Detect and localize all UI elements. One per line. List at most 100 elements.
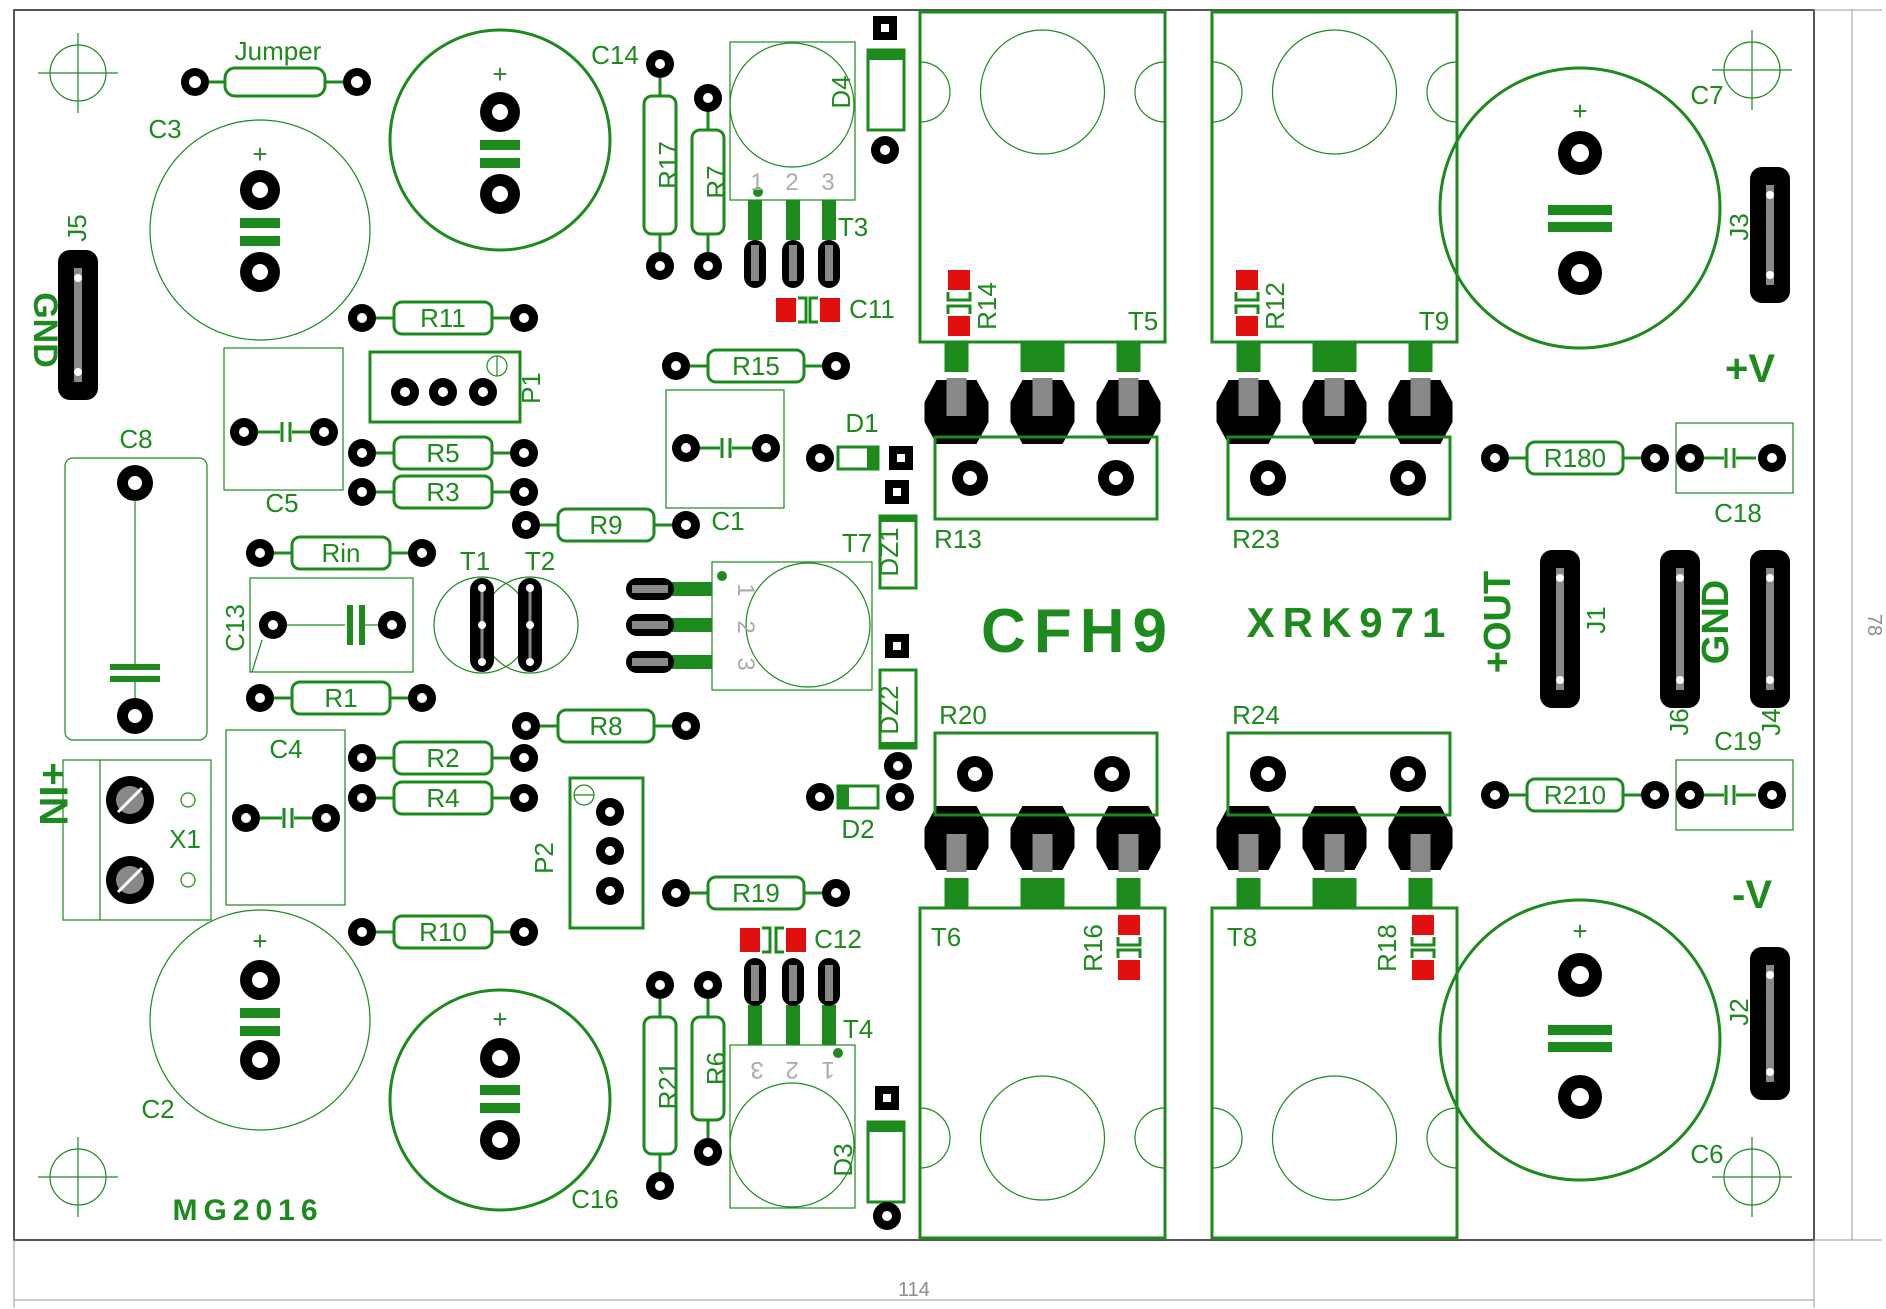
- t6-label: T6: [931, 922, 961, 952]
- out-label: +OUT: [1477, 571, 1519, 673]
- power-transistor-t5: T5: [918, 10, 1167, 444]
- c7-label: C7: [1690, 80, 1723, 110]
- trimmer-p1: P1: [368, 350, 546, 424]
- r23-label: R23: [1232, 524, 1280, 554]
- t3-pin1: 1: [750, 169, 763, 196]
- cap-c3: + C3: [148, 114, 371, 341]
- c6-label: C6: [1690, 1139, 1723, 1169]
- r19-label: R19: [732, 878, 780, 908]
- j5-label: J5: [62, 214, 92, 241]
- smd-r14: R14: [946, 270, 1002, 336]
- plus-v-label: +V: [1725, 347, 1775, 391]
- j3-label: J3: [1724, 213, 1754, 240]
- d2-label: D2: [841, 814, 874, 844]
- r16-label: R16: [1078, 924, 1108, 972]
- t1-label: T1: [460, 546, 490, 576]
- smd-r16: R16: [1078, 915, 1142, 980]
- resistor-r8: R8: [512, 708, 700, 744]
- resistor-r180: R180: [1481, 440, 1669, 476]
- t4-pin1: 1: [821, 1056, 834, 1083]
- power-transistor-t6: T6: [918, 806, 1167, 1240]
- d3-label: D3: [828, 1143, 858, 1176]
- cap-c19: C19: [1675, 726, 1794, 831]
- r210-label: R210: [1544, 780, 1606, 810]
- zener-dz2: DZ2: [874, 634, 918, 780]
- r14-label: R14: [972, 282, 1002, 330]
- smd-r12: R12: [1234, 270, 1290, 336]
- jumper-j1: J1: [1540, 550, 1611, 708]
- r20-label: R20: [939, 700, 987, 730]
- c14-label: C14: [591, 40, 639, 70]
- t3-pin3: 3: [821, 169, 834, 196]
- c2-plus: +: [252, 926, 267, 956]
- p2-label: P2: [529, 842, 559, 874]
- r6-label: R6: [701, 1052, 731, 1085]
- jumper: Jumper: [181, 36, 371, 98]
- r4-label: R4: [426, 783, 459, 813]
- diode-d1: D1: [806, 408, 913, 472]
- t9-label: T9: [1419, 306, 1449, 336]
- transistor-t1-t2: T1 T2: [433, 546, 579, 674]
- r7-label: R7: [701, 165, 731, 198]
- j4-label: J4: [1756, 708, 1786, 735]
- minus-v-label: -V: [1732, 873, 1772, 917]
- resistor-r3: R3: [348, 474, 538, 510]
- resistor-r1: R1: [246, 680, 436, 716]
- cap-c4: C4: [225, 729, 346, 906]
- resistor-r9: R9: [512, 507, 700, 543]
- width-dimension-label: 114: [898, 1279, 930, 1301]
- cap-c14-top: +: [388, 28, 612, 252]
- gnd-right-label: GND: [1695, 580, 1737, 664]
- c6-plus: +: [1572, 916, 1587, 946]
- t2-label: T2: [525, 546, 555, 576]
- cap-c16: + C16: [388, 988, 619, 1214]
- c14cap-plus: +: [492, 59, 507, 89]
- t8-label: T8: [1227, 922, 1257, 952]
- terminal-block-x1: X1: [62, 759, 212, 921]
- mounting-hole-top-right: [1712, 30, 1792, 110]
- transistor-t3: 1 2 3 T3: [729, 41, 868, 288]
- transistor-t4: 3 2 1 T4: [729, 958, 873, 1209]
- c5-label: C5: [265, 488, 298, 518]
- resistor-r10: R10: [348, 914, 538, 950]
- r18-label: R18: [1372, 924, 1402, 972]
- r21-label: R21: [653, 1062, 683, 1110]
- dimension-height: 78: [1814, 9, 1885, 1241]
- p1-label: P1: [516, 372, 546, 404]
- jumper-j4: J4: [1750, 550, 1790, 736]
- zener-dz1: DZ1: [874, 480, 918, 590]
- r10-label: R10: [419, 917, 467, 947]
- t7-pin2: 2: [732, 620, 759, 633]
- cap-c6: + C6: [1438, 898, 1724, 1182]
- c2-label: C2: [141, 1094, 174, 1124]
- resistor-r21: R21: [642, 971, 683, 1200]
- t7-label: T7: [842, 528, 872, 558]
- r13-label: R13: [934, 524, 982, 554]
- t3-label: T3: [838, 212, 868, 242]
- r9-label: R9: [589, 510, 622, 540]
- jumper-j2: J2: [1724, 947, 1790, 1100]
- r1-label: R1: [324, 683, 357, 713]
- d4-label: D4: [826, 75, 856, 108]
- t5-label: T5: [1128, 306, 1158, 336]
- jumper-j3: J3: [1724, 167, 1790, 303]
- r180-label: R180: [1544, 443, 1606, 473]
- d1-label: D1: [845, 408, 878, 438]
- resistor-r19: R19: [662, 875, 850, 911]
- t7-pin3: 3: [732, 657, 759, 670]
- smd-c12: C12: [740, 924, 862, 954]
- cap-c13: C13: [220, 577, 414, 673]
- resistor-r17: R17: [642, 50, 683, 280]
- height-dimension-label: 78: [1863, 614, 1885, 636]
- jumper-label: Jumper: [235, 36, 322, 66]
- c3-plus: +: [252, 139, 267, 169]
- in-label: +IN: [31, 762, 75, 825]
- gnd-left-label: GND: [26, 292, 64, 368]
- cap-c2: + C2: [141, 909, 371, 1131]
- mounting-hole-bottom-left: [38, 1137, 118, 1217]
